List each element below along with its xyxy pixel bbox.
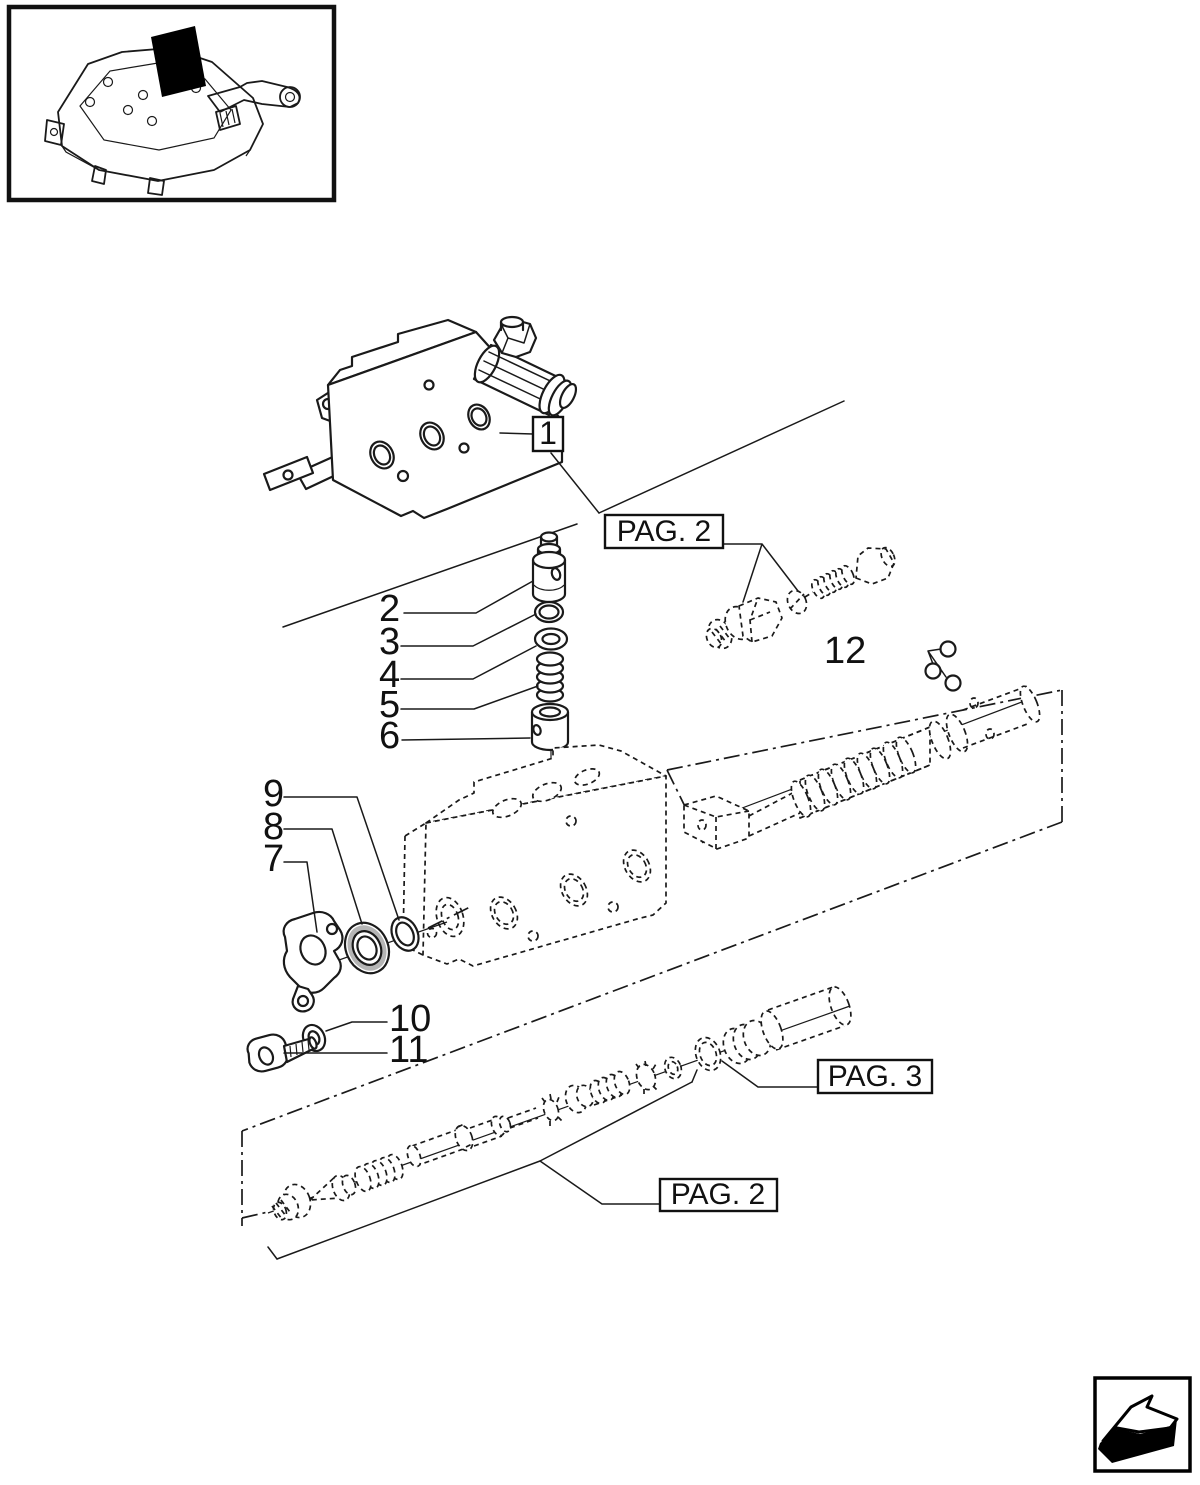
valve-body-phantom	[402, 744, 667, 967]
part-4-label: 4	[379, 654, 400, 696]
page-ref-bottom-label[interactable]: PAG. 2	[671, 1178, 765, 1211]
phantom-boundary	[241, 689, 1063, 1226]
valve-hex-cap	[492, 315, 538, 359]
bolt-washer	[246, 1021, 388, 1073]
part-5-spring	[535, 651, 565, 703]
part1-leader	[550, 452, 600, 514]
pilot-valve-phantom	[705, 546, 896, 650]
spool-train-phantom	[267, 985, 852, 1221]
callout-lines-part1	[282, 400, 845, 628]
lift-cover-thumbnail	[6, 4, 337, 203]
seal-parts	[282, 796, 448, 1013]
page-ref-right-label[interactable]: PAG. 3	[828, 1060, 922, 1093]
part-9-label: 9	[263, 773, 284, 815]
part-6-label: 6	[379, 715, 400, 757]
exploded-plug-stack	[400, 531, 570, 794]
group-bracket	[267, 543, 819, 1260]
part-5-label: 5	[379, 684, 400, 726]
part-8-label: 8	[263, 806, 284, 848]
diagonal-line-lower	[282, 523, 578, 628]
part-8-seal	[343, 921, 391, 975]
part-7-bracket	[282, 910, 344, 1013]
page-ref-bottom[interactable]: PAG. 2	[658, 1177, 779, 1213]
part-3-oring	[533, 600, 565, 624]
part-2-label: 2	[379, 588, 400, 630]
part-3-label: 3	[379, 621, 400, 663]
part-11-screw	[246, 1033, 318, 1073]
part-6-bushing	[530, 702, 570, 752]
diagonal-line-upper	[598, 400, 845, 514]
page-ref-right[interactable]: PAG. 3	[816, 1058, 934, 1095]
part-11-label: 11	[389, 1029, 428, 1071]
part-10-label: 10	[389, 998, 431, 1040]
valve-block-top	[326, 318, 478, 387]
page-ref-top-label[interactable]: PAG. 2	[617, 515, 711, 548]
valve-ribbed-cylinder	[472, 343, 578, 417]
page-ref-top[interactable]: PAG. 2	[603, 513, 725, 550]
part-4-washer	[533, 627, 569, 651]
spool-phantom-right	[683, 684, 1041, 850]
oring-set-12	[924, 640, 962, 692]
part-9-ring	[390, 916, 420, 952]
return-page-arrow-icon[interactable]	[1093, 1376, 1192, 1473]
part-7-label: 7	[263, 838, 284, 880]
location-highlight-marker	[151, 26, 206, 97]
part-12-label: 12	[824, 630, 866, 672]
part-2-plug	[531, 531, 567, 604]
assembled-valve	[262, 315, 578, 520]
group-bracket-line	[276, 1081, 693, 1260]
part-1-label: 1	[539, 415, 557, 451]
callout-labels: 1 2 3 4 5 6 7 8 9 10 11 12 PAG. 2 PAG. 3…	[263, 415, 934, 1213]
part-1-box	[531, 415, 565, 453]
